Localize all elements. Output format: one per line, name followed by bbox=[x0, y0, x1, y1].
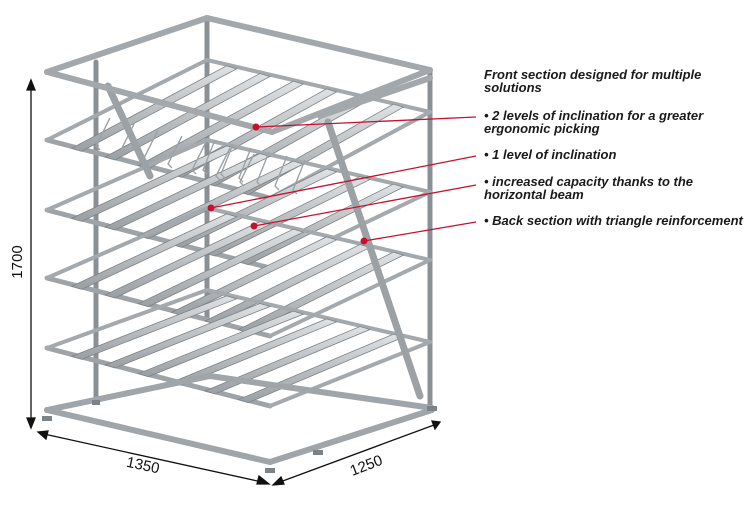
callout-heading: Front section designed for multiple solu… bbox=[484, 67, 702, 95]
hook-rod bbox=[167, 135, 183, 169]
base-frame bbox=[44, 373, 435, 465]
hook-rod bbox=[95, 117, 111, 151]
shelf-levels bbox=[44, 58, 432, 409]
roller-track bbox=[70, 295, 238, 360]
callout-dot-4 bbox=[360, 237, 368, 245]
shelf-side-beam bbox=[45, 206, 209, 280]
callout-feature-3-text: increased capacity thanks to the horizon… bbox=[484, 174, 694, 202]
callout-feature-1-text: 2 levels of inclination for a greater er… bbox=[484, 108, 704, 136]
callout-feature-4-text: Back section with triangle reinforcement bbox=[492, 213, 743, 228]
hook-rod bbox=[239, 153, 255, 187]
roller-track bbox=[103, 73, 272, 161]
back-posts bbox=[93, 15, 433, 413]
callout-dot-3 bbox=[250, 222, 258, 230]
shelf-back-beam bbox=[205, 58, 432, 114]
triangle-reinforcement bbox=[104, 82, 424, 400]
callout-feature-4: • Back section with triangle reinforceme… bbox=[484, 213, 743, 228]
dimension-lines bbox=[26, 78, 442, 486]
dimension-depth: 1250 bbox=[348, 452, 385, 480]
roller-track bbox=[137, 228, 305, 308]
picking-hooks bbox=[95, 117, 306, 195]
hook-rod bbox=[274, 155, 288, 191]
shelf-side-beam bbox=[45, 138, 209, 212]
dimension-height: 1700 bbox=[9, 245, 26, 278]
roller-track bbox=[70, 213, 238, 290]
callout-dot-1 bbox=[252, 123, 260, 131]
callout-dots bbox=[207, 123, 368, 245]
front-posts bbox=[43, 70, 322, 470]
callout-feature-2: • 1 level of inclination bbox=[484, 147, 617, 162]
hook-rod bbox=[256, 151, 270, 187]
hook-rod bbox=[143, 129, 159, 163]
hook-rod bbox=[215, 147, 231, 181]
callout-dot-2 bbox=[207, 204, 215, 212]
callout-lines bbox=[210, 116, 477, 242]
roller-track bbox=[70, 65, 238, 152]
shelf-side-beam bbox=[45, 58, 209, 142]
shelf-side-beam bbox=[45, 288, 209, 350]
post-feet bbox=[42, 400, 437, 473]
roller-track bbox=[203, 326, 372, 395]
hook-rod bbox=[238, 147, 252, 183]
callout-feature-2-text: 1 level of inclination bbox=[492, 147, 617, 162]
callout-feature-3: • increased capacity thanks to the horiz… bbox=[484, 174, 694, 202]
hook-rod bbox=[119, 123, 135, 157]
hook-rod bbox=[202, 139, 216, 175]
hook-rod bbox=[191, 141, 207, 175]
shelf-side-beam bbox=[268, 258, 432, 338]
roller-track bbox=[137, 310, 305, 378]
callout-feature-1: • 2 levels of inclination for a greater … bbox=[484, 108, 704, 136]
hook-rod bbox=[220, 143, 234, 179]
hook-rod bbox=[292, 159, 306, 195]
top-frame bbox=[44, 15, 433, 135]
dimension-width: 1350 bbox=[125, 454, 161, 478]
